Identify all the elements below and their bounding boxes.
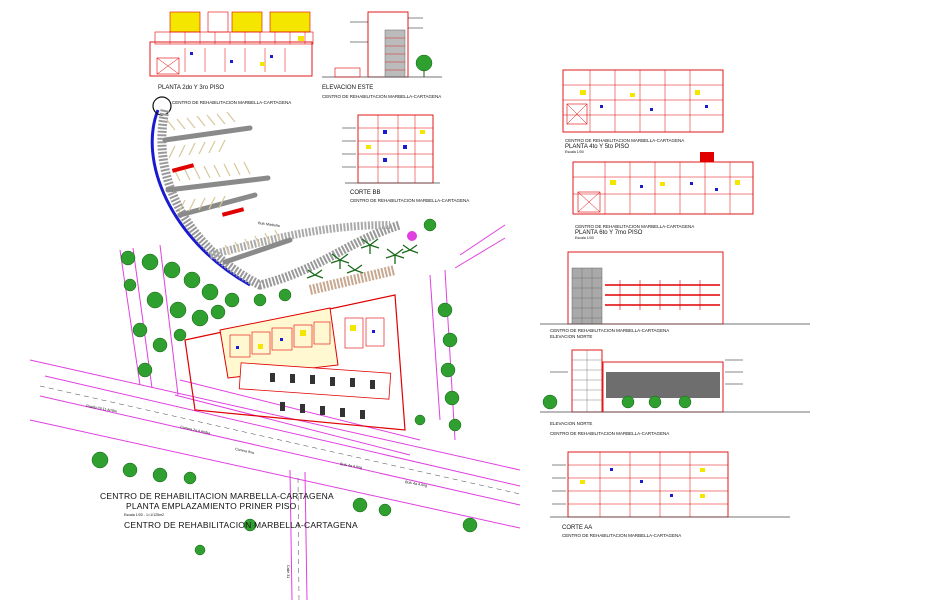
red-marker-1 (171, 163, 195, 173)
parking-bays (162, 125, 293, 265)
street-label-f: Calle 31 (286, 565, 290, 578)
site-main-building (184, 265, 406, 431)
curved-boundary (150, 109, 251, 287)
plan-6-7-drawing (572, 152, 754, 215)
street-centerlines (39, 385, 521, 601)
corte-bb-title: CORTE BB (350, 190, 381, 196)
site-title-1: CENTRO DE REHABILITACION MARBELLA-CARTAG… (100, 491, 334, 501)
plan-4-5-scale: Escala 1/00 (565, 150, 584, 154)
road-network (29, 224, 521, 601)
plan-6-7-subtitle: CENTRO DE REHABILITACION MARBELLA-CARTAG… (575, 224, 694, 229)
plan-2-3-title: PLANTA 2do Y 3ro PISO (158, 85, 224, 91)
site-scale-note: Escala 1/00 - 1=1/125m2 (124, 513, 164, 517)
parking-stripes (166, 111, 281, 256)
street-label-d: Bulv 4a 4 Ang (340, 462, 363, 470)
street-label-c: Carrera 9na (235, 447, 255, 455)
palm-trees (306, 238, 419, 279)
elev-norte-1-title: ELEVACION NORTE (550, 334, 592, 339)
rock-hatch-inner (209, 221, 391, 259)
corte-bb-subtitle: CENTRO DE REHABILITACION MARBELLA-CARTAG… (350, 198, 469, 203)
rock-hatch-arc (157, 109, 402, 290)
plan-4-5-title: PLANTA 4to Y 5to PISO (565, 144, 629, 150)
elev-norte-2-title: ELEVACION NORTE (550, 421, 592, 426)
tree-clusters (91, 218, 478, 556)
elev-norte-2-subtitle: CENTRO DE REHABILITACION MARBELLA-CARTAG… (550, 431, 669, 436)
elev-east-title: ELEVACION ESTE (322, 85, 373, 91)
section-bb-drawing (342, 114, 440, 184)
street-label-e: Bulv 4a 4 Ang (405, 480, 428, 488)
plan-6-7-scale: Escala 1/00 (575, 236, 594, 240)
plan-2-3-subtitle: CENTRO DE REHABILITACION MARBELLA-CARTAG… (172, 100, 291, 105)
corte-aa-title: CORTE AA (562, 525, 592, 531)
street-label-g: Bulv Marbella (258, 221, 280, 228)
site-title-2: PLANTA EMPLAZAMIENTO PRINER PISO (126, 501, 297, 511)
elevation-east-drawing (322, 11, 442, 78)
site-title-3: CENTRO DE REHABILITACION MARBELLA-CARTAG… (124, 520, 358, 530)
fountain-marker (407, 231, 417, 241)
elev-east-subtitle: CENTRO DE REHABILITACION MARBELLA-CARTAG… (322, 94, 441, 99)
elevation-north-2-drawing (540, 349, 810, 413)
section-aa-drawing (550, 451, 790, 518)
plan-4-5-subtitle: CENTRO DE REHABILITACION MARBELLA-CARTAG… (565, 138, 684, 143)
plan-2-3-drawing (149, 11, 314, 77)
plan-6-7-title: PLANTA 6to Y 7mo PISO (575, 230, 643, 236)
plan-4-5-drawing (562, 69, 724, 133)
street-label-a: Pasillo Cll 11 Arriba (86, 404, 117, 413)
elevation-north-1-drawing (540, 251, 810, 325)
corte-aa-subtitle: CENTRO DE REHABILITACION MARBELLA-CARTAG… (562, 533, 681, 538)
street-label-b: Carrera 2a 4 Arriba (180, 425, 211, 435)
red-marker-2 (221, 207, 245, 217)
elev-norte-1-subtitle: CENTRO DE REHABILITACION MARBELLA-CARTAG… (550, 328, 669, 333)
